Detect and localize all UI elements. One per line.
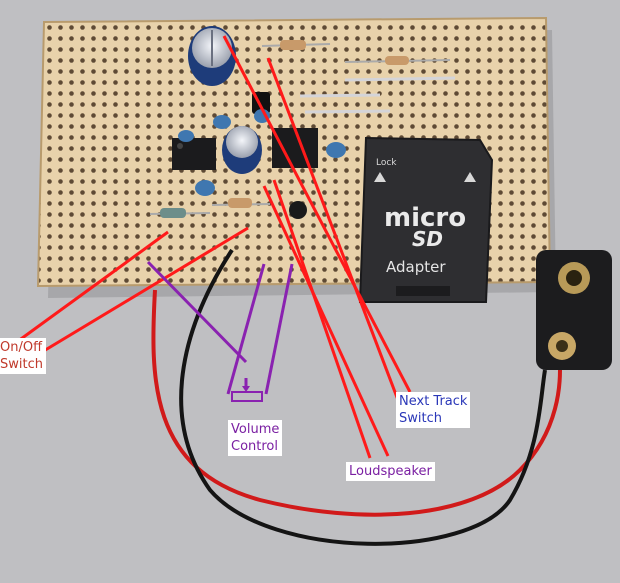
ic-chip <box>172 138 216 170</box>
label-on-off-switch: On/Off Switch <box>0 338 46 374</box>
red-annotation-lines <box>13 35 412 459</box>
label-loudspeaker: Loudspeaker <box>346 462 435 481</box>
capacitor-small <box>222 126 262 174</box>
adapter-brand-sd: SD <box>412 227 443 251</box>
battery-clip <box>536 250 612 370</box>
resistor <box>344 56 451 65</box>
resistor <box>261 40 331 50</box>
wire-red <box>151 289 562 517</box>
ceramic-capacitors <box>178 109 346 196</box>
label-next-track-switch: Next Track Switch <box>396 392 471 428</box>
wire-black <box>179 248 547 546</box>
purple-annotation-lines <box>146 260 294 402</box>
capacitor-large <box>188 26 236 86</box>
adapter-text: Adapter <box>386 258 446 276</box>
switch-button <box>289 201 307 219</box>
label-volume-control: Volume Control <box>228 420 283 456</box>
resistor <box>149 208 211 218</box>
sd-adapter: Lock micro SD Adapter <box>358 136 494 303</box>
ic-chip <box>272 128 318 168</box>
resistor <box>211 198 271 208</box>
adapter-lock-text: Lock <box>376 158 397 168</box>
jumper-wires <box>299 76 456 114</box>
adapter-brand: micro <box>384 203 466 233</box>
